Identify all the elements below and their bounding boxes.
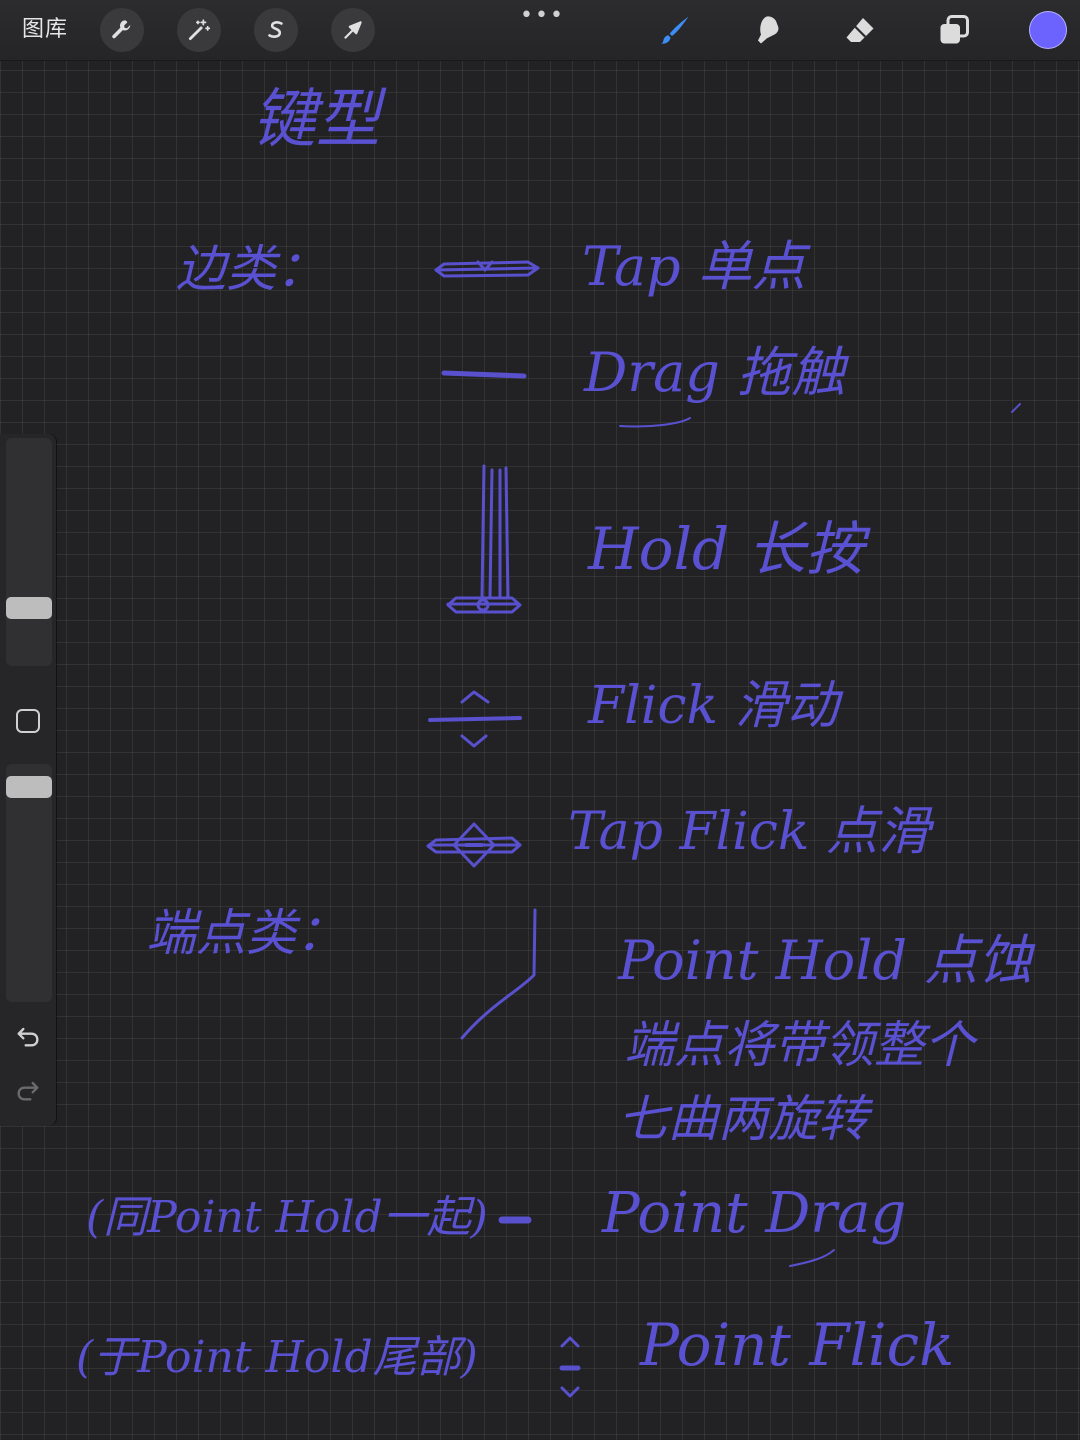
top-toolbar: 图库 ••• <box>0 0 1080 61</box>
selection-button[interactable] <box>254 8 298 52</box>
actions-button[interactable] <box>100 8 144 52</box>
more-options-button[interactable]: ••• <box>520 3 565 28</box>
point-flick-note: (于Point Hold尾部) <box>76 1332 478 1383</box>
color-picker-button[interactable] <box>1029 11 1067 49</box>
eraser-icon <box>846 18 874 42</box>
eraser-tool-button[interactable] <box>840 10 880 50</box>
brush-tool-button[interactable] <box>655 10 695 50</box>
point-hold-description-line-1: 端点将带领整个 <box>624 1016 974 1074</box>
opacity-slider[interactable] <box>6 764 52 1002</box>
hold-label: Hold 长按 <box>588 515 864 583</box>
undo-icon[interactable] <box>14 1022 42 1050</box>
flick-label: Flick 滑动 <box>588 676 839 736</box>
tap-label: Tap 单点 <box>582 235 806 298</box>
wrench-icon <box>112 20 131 39</box>
opacity-slider-thumb[interactable] <box>6 776 52 798</box>
modify-square-icon[interactable] <box>16 709 40 733</box>
point-hold-label: Point Hold 点蚀 <box>618 929 1033 992</box>
magic-wand-icon <box>188 19 211 41</box>
tap-flick-label: Tap Flick 点滑 <box>568 802 930 862</box>
adjustments-button[interactable] <box>177 8 221 52</box>
brush-icon <box>660 16 689 44</box>
brush-size-slider[interactable] <box>6 438 52 666</box>
redo-icon[interactable] <box>14 1076 42 1104</box>
point-hold-description-line-2: 七曲两旋转 <box>618 1090 868 1148</box>
gallery-button[interactable]: 图库 <box>22 16 69 41</box>
layers-button[interactable] <box>934 10 974 50</box>
selection-s-icon <box>268 21 283 38</box>
smudge-tool-button[interactable] <box>747 10 787 50</box>
drag-label: Drag 拖触 <box>584 341 846 404</box>
line-category-label: 边类： <box>176 240 326 298</box>
layers-icon <box>940 15 969 44</box>
point-category-label: 端点类： <box>146 904 346 962</box>
smudge-finger-icon <box>758 16 779 44</box>
point-drag-label: Point Drag <box>602 1181 907 1246</box>
point-drag-note: (同Point Hold一起) <box>86 1192 488 1243</box>
point-flick-label: Point Flick <box>640 1311 955 1379</box>
transform-button[interactable] <box>331 8 375 52</box>
brush-size-slider-thumb[interactable] <box>6 597 52 619</box>
title-handwriting: 键型 <box>252 83 380 157</box>
arrow-cursor-icon <box>344 21 362 39</box>
left-sidebar <box>0 434 56 1126</box>
